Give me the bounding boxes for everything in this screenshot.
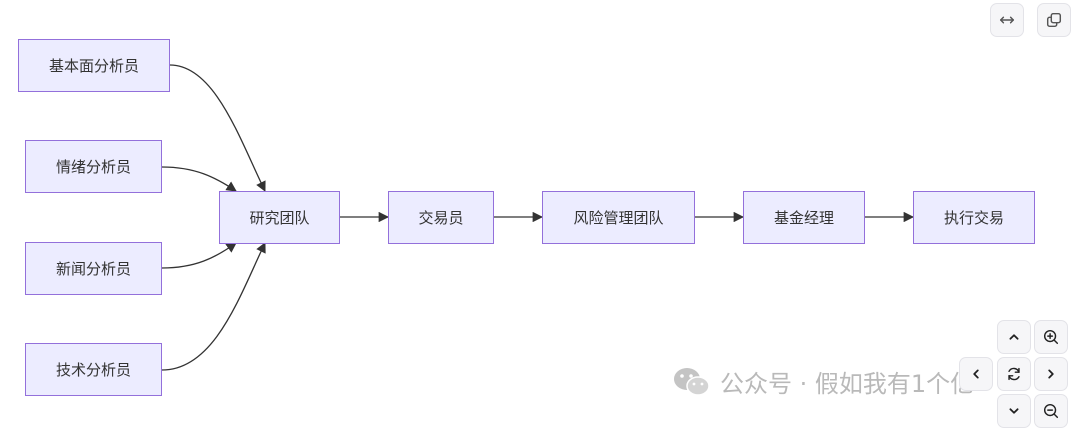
chevron-left-icon xyxy=(973,369,979,379)
node-sentiment-analyst: 情绪分析员 xyxy=(25,140,162,193)
fit-width-icon xyxy=(999,16,1015,24)
fit-width-button[interactable] xyxy=(990,3,1024,37)
pan-down-button[interactable] xyxy=(997,394,1031,428)
watermark: 公众号 · 假如我有1个亿 xyxy=(672,364,974,399)
chevron-down-icon xyxy=(1009,408,1019,414)
zoom-in-button[interactable] xyxy=(1034,320,1068,354)
copy-button[interactable] xyxy=(1037,3,1071,37)
pan-right-button[interactable] xyxy=(1034,357,1068,391)
node-news-analyst: 新闻分析员 xyxy=(25,242,162,295)
zoom-out-icon xyxy=(1043,403,1059,419)
chevron-right-icon xyxy=(1048,369,1054,379)
pan-up-button[interactable] xyxy=(997,320,1031,354)
zoom-in-icon xyxy=(1043,329,1059,345)
zoom-out-button[interactable] xyxy=(1034,394,1068,428)
edge-news-research xyxy=(161,242,237,269)
copy-icon xyxy=(1046,12,1062,28)
watermark-text: 公众号 · 假如我有1个亿 xyxy=(720,370,975,398)
edge-technical-research xyxy=(161,242,266,371)
reset-icon xyxy=(1008,367,1020,381)
node-technical-analyst: 技术分析员 xyxy=(25,343,162,396)
node-trader: 交易员 xyxy=(388,191,494,244)
chevron-up-icon xyxy=(1009,334,1019,340)
edge-fundamental-research xyxy=(169,64,266,192)
edge-sentiment-research xyxy=(161,166,237,192)
wechat-icon xyxy=(674,367,710,396)
reset-button[interactable] xyxy=(997,357,1031,391)
node-fund-manager: 基金经理 xyxy=(743,191,865,244)
node-research-team: 研究团队 xyxy=(219,191,340,244)
pan-left-button[interactable] xyxy=(959,357,993,391)
node-execute-trade: 执行交易 xyxy=(913,191,1035,244)
node-fundamental-analyst: 基本面分析员 xyxy=(18,39,170,92)
node-risk-management-team: 风险管理团队 xyxy=(542,191,695,244)
